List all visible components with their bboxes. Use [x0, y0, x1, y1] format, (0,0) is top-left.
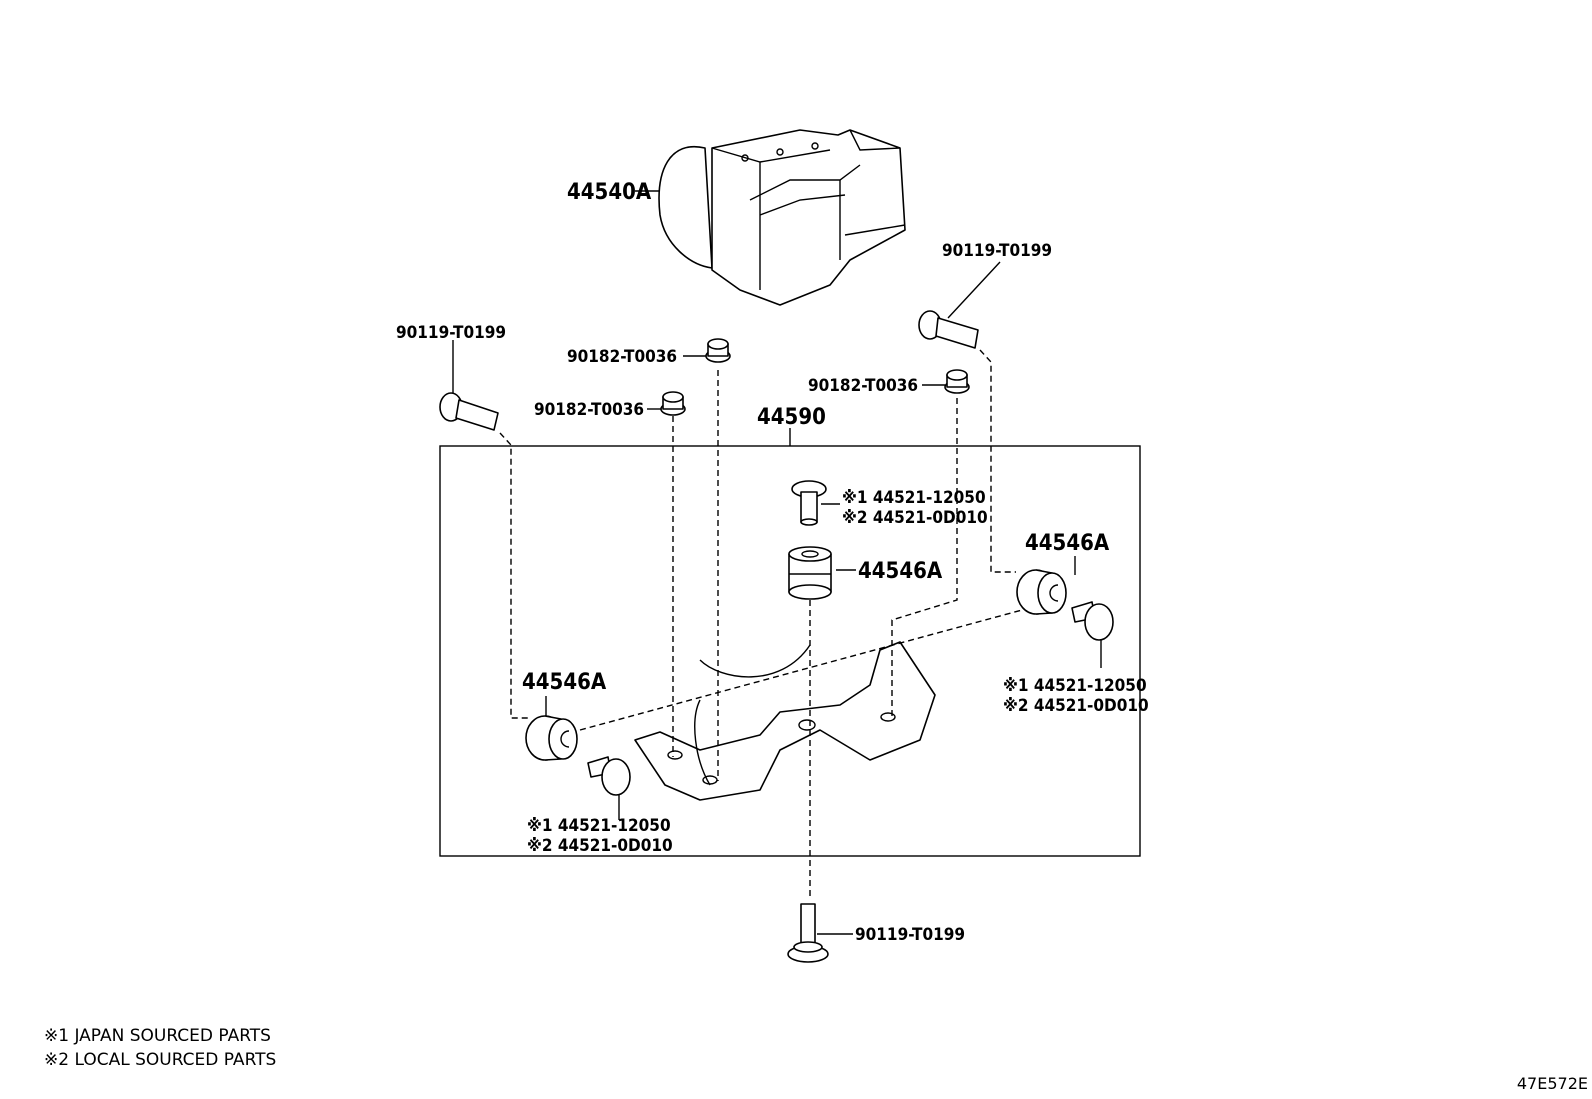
bracket-assembly-box — [439, 445, 1141, 857]
label-collar-right-2: ※2 44521-0D010 — [1003, 696, 1149, 716]
abs-actuator-drawing[interactable] — [658, 129, 906, 306]
label-bolt-bottom: 90119-T0199 — [855, 925, 965, 945]
nut-right-drawing[interactable] — [944, 369, 970, 394]
bracket-drawing[interactable] — [634, 641, 936, 801]
collar-right-drawing[interactable] — [1071, 601, 1114, 641]
label-collar-right-1: ※1 44521-12050 — [1003, 676, 1147, 696]
nut-lower-left-drawing[interactable] — [660, 391, 686, 416]
bolt-top-left-drawing[interactable] — [439, 392, 499, 431]
cushion-left-drawing[interactable] — [525, 715, 578, 761]
label-collar-center-2: ※2 44521-0D010 — [842, 508, 988, 528]
label-nut-upper-left: 90182-T0036 — [567, 347, 677, 367]
legend-note-2: ※2 LOCAL SOURCED PARTS — [44, 1050, 277, 1070]
bolt-bottom-drawing[interactable] — [787, 903, 829, 963]
label-nut-right: 90182-T0036 — [808, 376, 918, 396]
legend-note-1: ※1 JAPAN SOURCED PARTS — [44, 1026, 271, 1046]
label-bolt-top-left: 90119-T0199 — [396, 323, 506, 343]
label-collar-left-2: ※2 44521-0D010 — [527, 836, 673, 856]
label-cushion-right: 44546A — [1025, 531, 1110, 556]
label-nut-lower-left: 90182-T0036 — [534, 400, 644, 420]
label-bracket-assembly: 44590 — [757, 405, 826, 430]
label-collar-left-1: ※1 44521-12050 — [527, 816, 671, 836]
label-collar-center-1: ※1 44521-12050 — [842, 488, 986, 508]
collar-center-drawing[interactable] — [791, 480, 827, 526]
collar-left-drawing[interactable] — [587, 756, 631, 796]
label-cushion-center: 44546A — [858, 559, 943, 584]
assembly-dashed-lines — [499, 349, 1023, 900]
cushion-right-drawing[interactable] — [1016, 569, 1067, 615]
reference-code: 47E572E — [1516, 1074, 1588, 1093]
label-cushion-left: 44546A — [522, 670, 607, 695]
cushion-center-drawing[interactable] — [788, 546, 832, 600]
label-abs-actuator: 44540A — [567, 180, 652, 205]
nut-upper-left-drawing[interactable] — [705, 338, 731, 363]
bolt-top-right-drawing[interactable] — [918, 310, 979, 349]
leader-lines — [452, 261, 1102, 935]
label-bolt-top-right: 90119-T0199 — [942, 241, 1052, 261]
